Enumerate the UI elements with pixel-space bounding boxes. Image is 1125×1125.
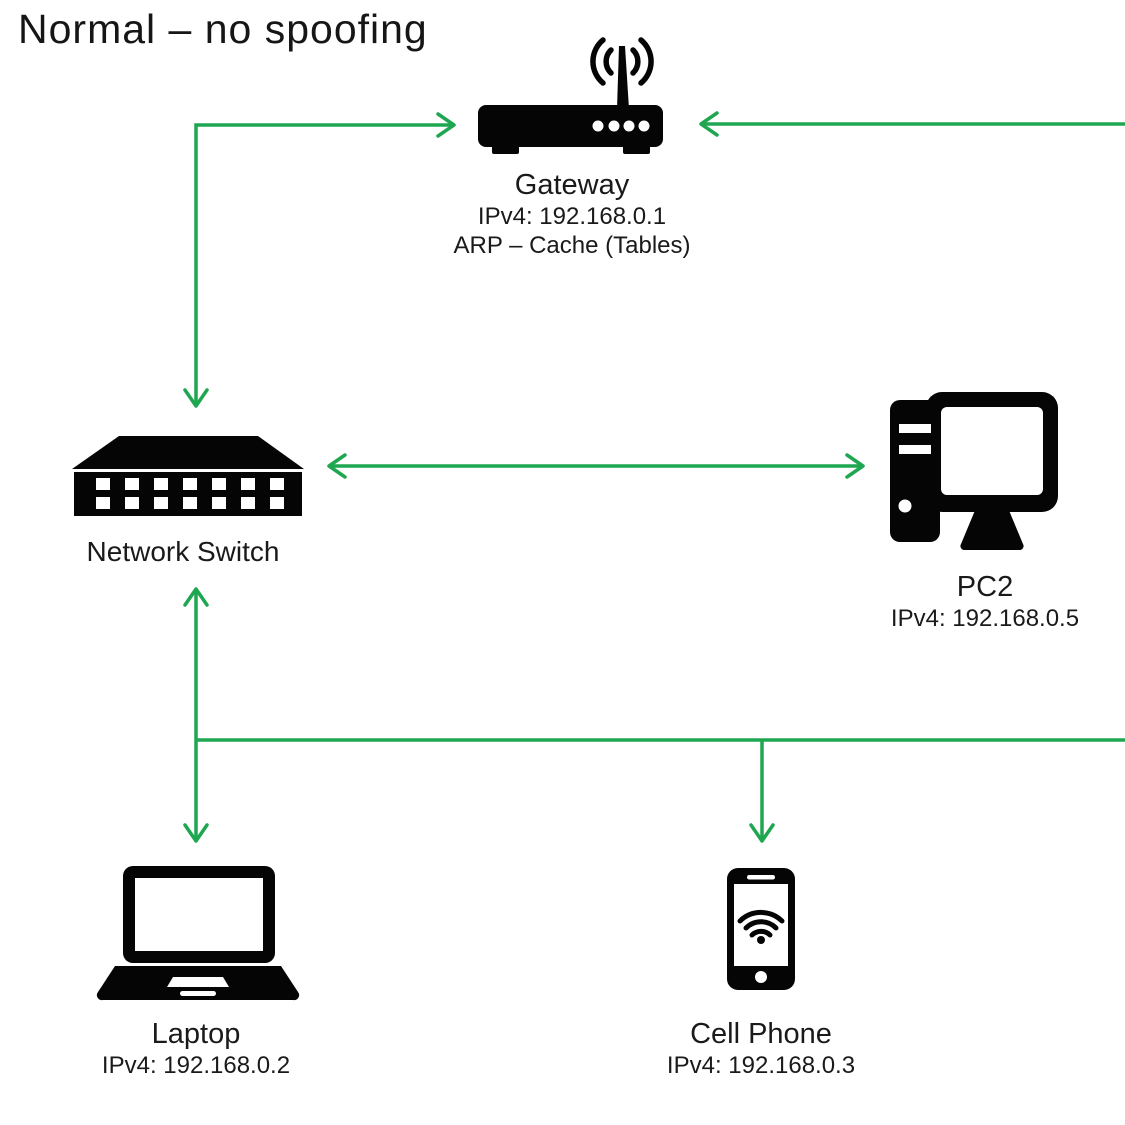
desktop-pc-icon [890, 392, 1058, 551]
cellphone-label: Cell Phone [690, 1018, 832, 1050]
node-laptop [95, 866, 301, 1004]
trackpad-notch [167, 977, 229, 996]
gateway-arp-note: ARP – Cache (Tables) [453, 231, 691, 259]
cellphone-ipv4: IPv4: 192.168.0.3 [666, 1051, 856, 1079]
router-icon [478, 37, 663, 154]
node-gateway [478, 35, 664, 157]
page-title: Normal – no spoofing [18, 6, 428, 52]
gateway-ipv4: IPv4: 192.168.0.1 [477, 202, 667, 230]
switch-text: Network Switch [33, 535, 333, 569]
pc2-ipv4: IPv4: 192.168.0.5 [890, 604, 1080, 632]
laptop-text: Laptop IPv4: 192.168.0.2 [46, 1017, 346, 1081]
node-pc2 [890, 390, 1060, 555]
router-leds [592, 120, 650, 132]
pc2-label: PC2 [956, 571, 1014, 603]
cellphone-text: Cell Phone IPv4: 192.168.0.3 [611, 1017, 911, 1081]
antenna-waves-icon [590, 37, 654, 86]
switch-label: Network Switch [86, 536, 280, 567]
gateway-label: Gateway [514, 169, 630, 201]
connector-switch-gateway [183, 112, 456, 408]
laptop-icon [96, 866, 300, 1001]
laptop-ipv4: IPv4: 192.168.0.2 [101, 1051, 291, 1079]
pc2-text: PC2 IPv4: 192.168.0.5 [835, 570, 1125, 634]
switch-ports [96, 478, 284, 509]
home-button [755, 971, 767, 983]
wifi-icon [737, 909, 785, 938]
tower-details [898, 424, 931, 513]
node-cellphone [727, 868, 795, 990]
laptop-label: Laptop [151, 1018, 241, 1050]
network-switch-icon [72, 436, 304, 516]
smartphone-icon [727, 868, 795, 990]
gateway-text: Gateway IPv4: 192.168.0.1 ARP – Cache (T… [422, 168, 722, 260]
node-network-switch [72, 436, 304, 516]
